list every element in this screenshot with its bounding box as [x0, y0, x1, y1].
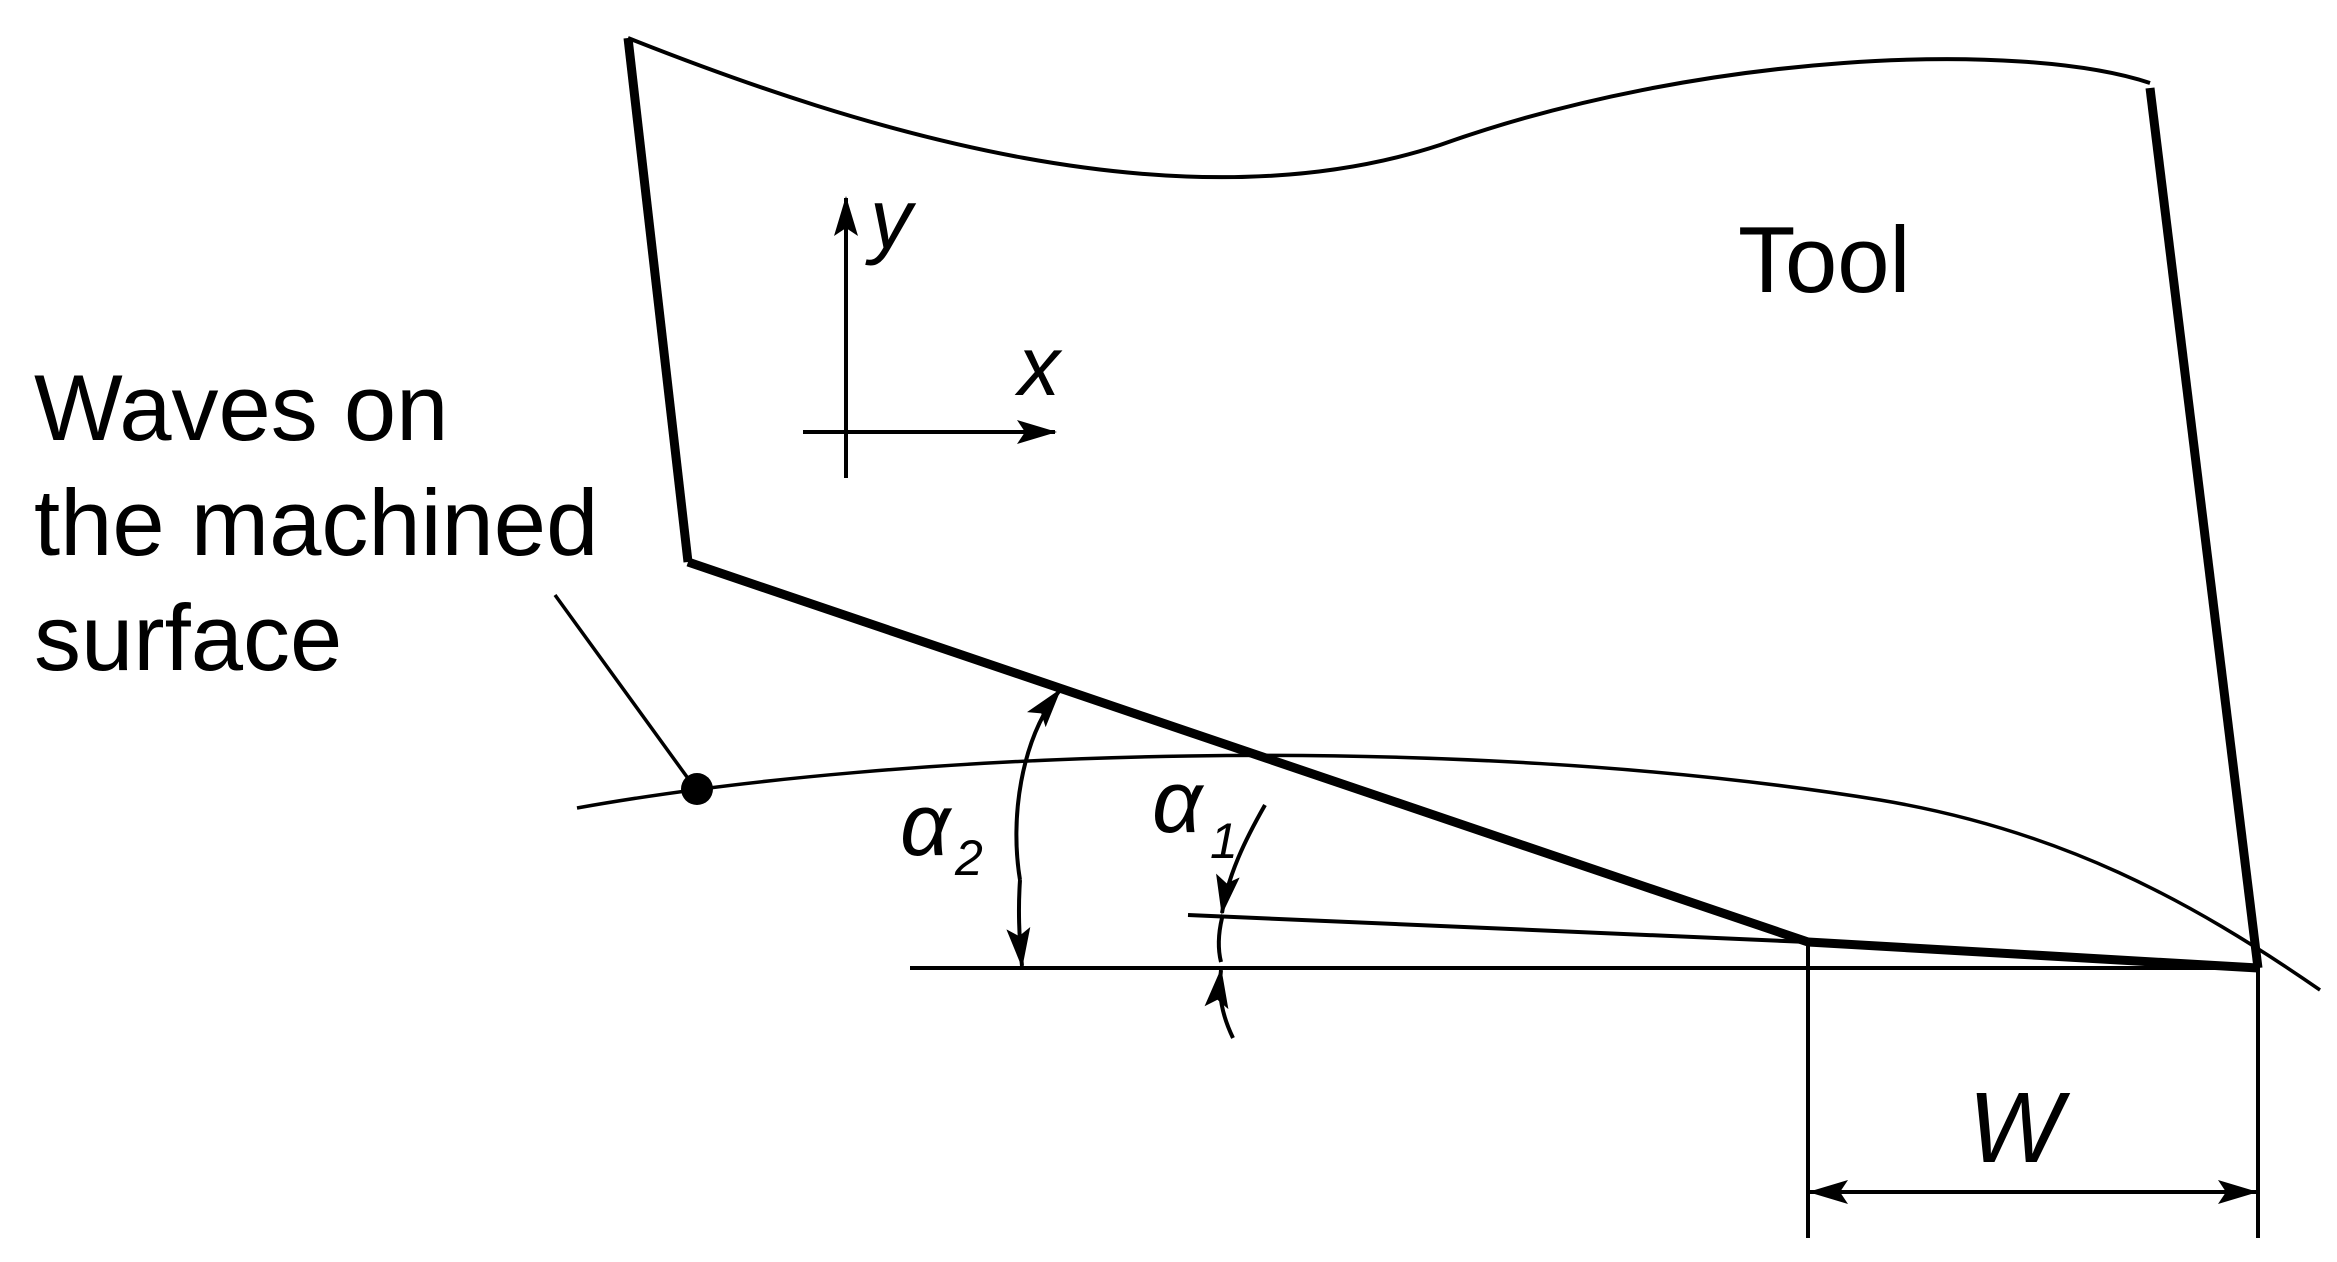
alpha1-symbol: α [1152, 752, 1205, 851]
waves-label-line1: Waves on [34, 355, 448, 460]
alpha2-symbol: α [900, 775, 953, 874]
alpha1-arc-upper [1216, 804, 1267, 915]
tool-main-flank-face [686, 557, 1810, 947]
tool-right-flank [2145, 87, 2263, 969]
tool-top-edge [627, 36, 2151, 180]
waves-leader-line [553, 593, 697, 790]
x-axis-label: x [1014, 319, 1063, 413]
alpha1-extension-line [1187, 913, 1809, 944]
tool-wear-land [1807, 937, 2259, 973]
tool-left-flank [623, 37, 693, 563]
alpha2-arc-up [1014, 688, 1062, 881]
y-axis-label: y [865, 172, 917, 266]
width-label: W [1968, 1072, 2071, 1184]
alpha1-subscript: 1 [1210, 813, 1238, 869]
waves-label-line3: surface [34, 585, 342, 690]
alpha1-arc-between [1216, 917, 1224, 963]
tool-label: Tool [1738, 207, 1910, 312]
waves-leader-dot [681, 773, 713, 805]
machined-surface-curve [576, 753, 2321, 992]
alpha2-arc-down [1006, 879, 1031, 968]
alpha2-subscript: 2 [954, 830, 983, 886]
waves-label-line2: the machined [34, 470, 598, 575]
alpha1-arc-lower [1204, 968, 1235, 1039]
